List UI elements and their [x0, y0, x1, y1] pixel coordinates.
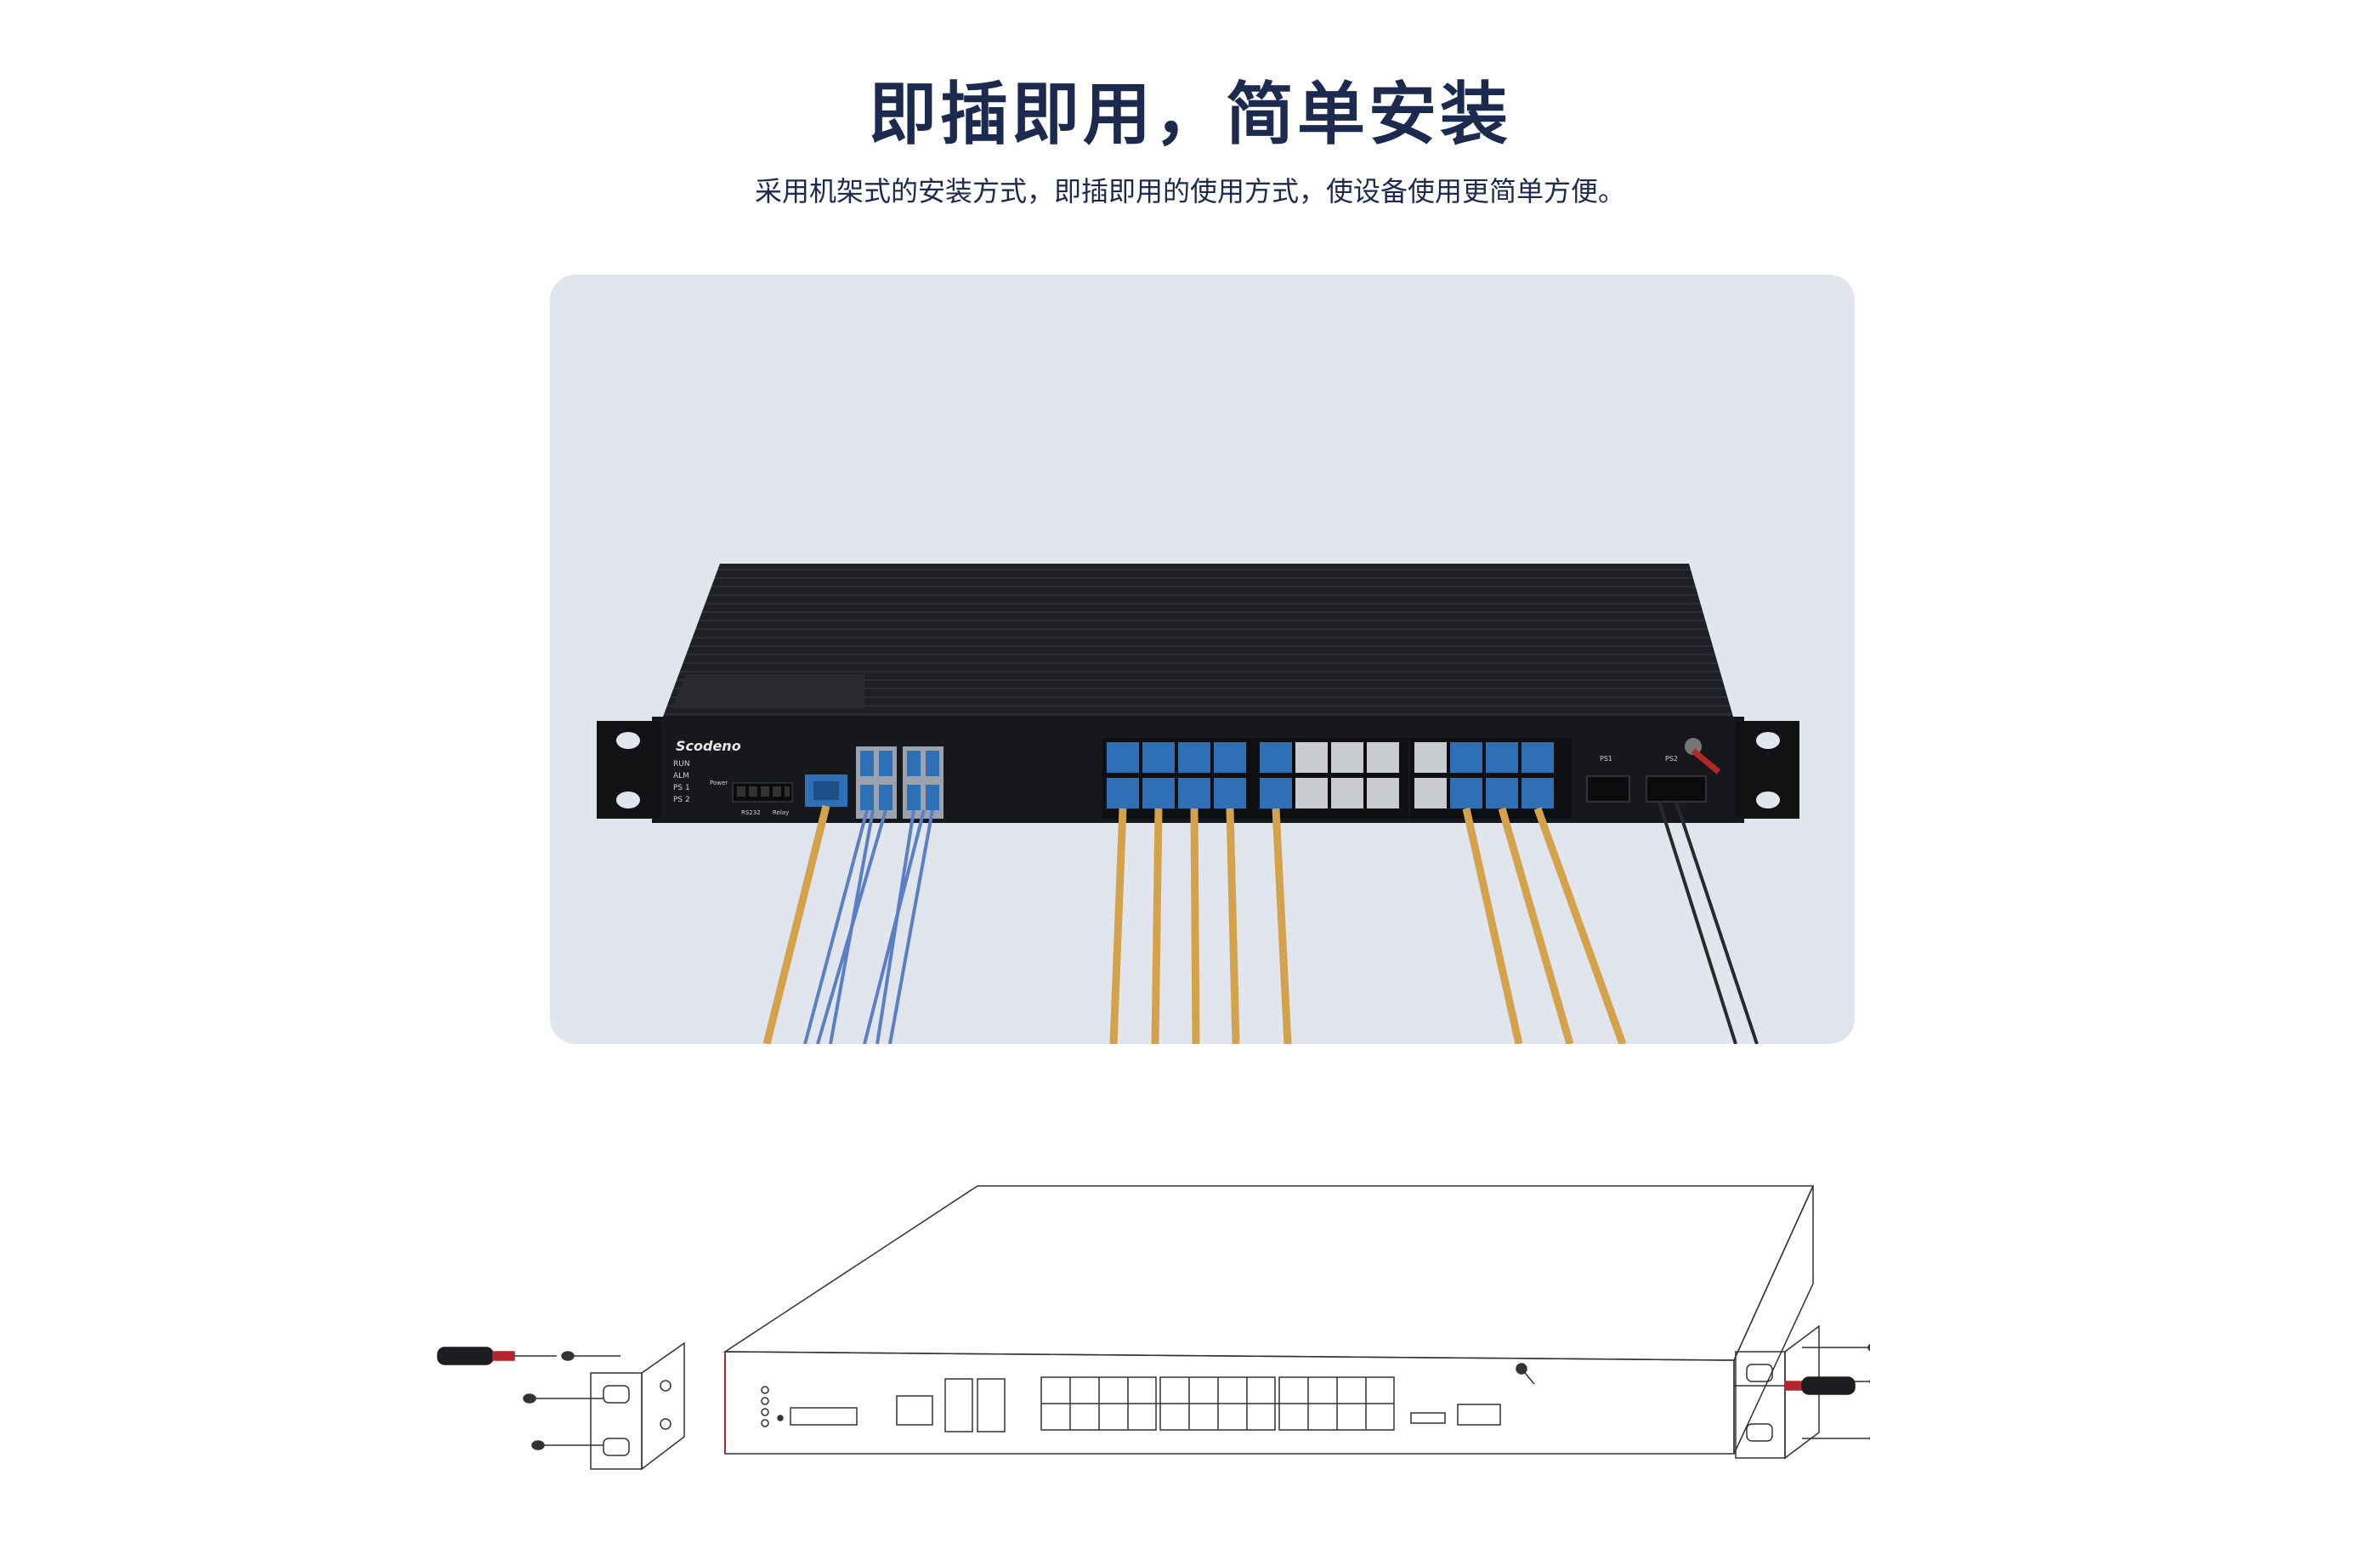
ps2-connector: [1646, 775, 1707, 803]
power-cables: [1658, 801, 1759, 1044]
left-screws: [523, 1351, 620, 1450]
installation-diagram: [425, 1173, 1870, 1513]
led-label-alm: ALM: [673, 772, 689, 780]
right-rack-bracket: [1735, 1325, 1820, 1460]
page-subtitle: 采用机架式的安装方式，即插即用的使用方式，使设备使用更简单方便。: [754, 175, 1625, 207]
installation-drawing: [437, 1185, 1870, 1471]
left-rack-bracket: [590, 1342, 685, 1471]
brand-label: Scodeno: [676, 738, 741, 754]
relay-label: Relay: [773, 809, 789, 816]
led-label-ps1: PS 1: [673, 784, 690, 792]
led-label-run: RUN: [673, 760, 690, 769]
fiber-cables: [803, 809, 934, 1044]
ps2-label: PS2: [1665, 755, 1678, 763]
left-screwdriver-icon: [437, 1347, 557, 1365]
led-label-ps2: PS 2: [673, 796, 690, 804]
product-photo-panel: Scodeno RUN ALM PS 1 PS 2 Power RS232 Re…: [550, 275, 1855, 1044]
rj45-ports-bank-1: [1102, 738, 1264, 819]
rj45-ports-bank-2: [1255, 738, 1408, 819]
terminal-block: [732, 782, 793, 803]
sfp-ports: [856, 746, 944, 819]
right-screwdriver-icon: [1734, 1376, 1856, 1395]
chassis-outline-top: [722, 1185, 1815, 1361]
page-title: 即插即用，简单安装: [869, 75, 1511, 154]
power-label: Power: [710, 780, 728, 786]
chassis-outline-side: [1733, 1185, 1814, 1455]
chassis-outline-front: [724, 1351, 1735, 1455]
ps1-label: PS1: [1600, 755, 1612, 763]
switch-photo: Scodeno RUN ALM PS 1 PS 2 Power RS232 Re…: [597, 564, 1799, 1044]
rj45-ports-bank-3: [1410, 738, 1572, 819]
ground-wire: [1691, 748, 1721, 774]
ps1-connector: [1586, 775, 1630, 803]
chassis-top: [663, 564, 1733, 717]
console-label: RS232: [741, 809, 761, 816]
front-panel-drawing: [761, 1363, 1535, 1432]
copper-cables: [762, 804, 1627, 1044]
